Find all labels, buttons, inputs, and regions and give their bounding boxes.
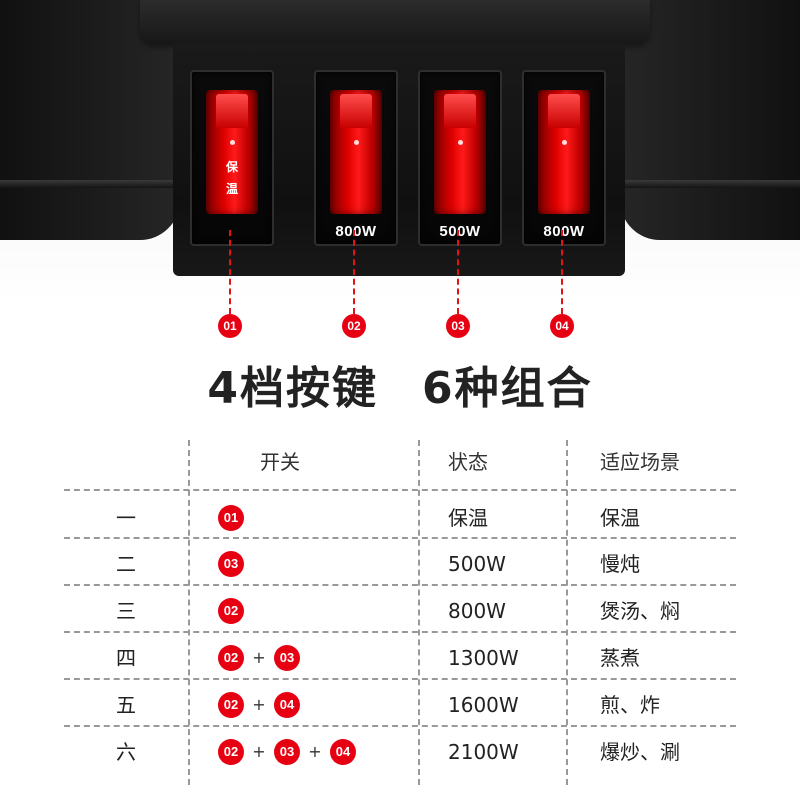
- switch-01[interactable]: 保温: [190, 70, 274, 246]
- switch-badge: 02: [218, 645, 244, 671]
- appliance-top-strip: [140, 0, 650, 44]
- switch-badge-03: 03: [446, 314, 470, 338]
- appliance-body-right: [620, 0, 800, 240]
- row-scene: 蒸煮: [600, 646, 640, 670]
- switch-watt-02: 800W: [335, 223, 377, 240]
- row-status: 1300W: [448, 646, 519, 670]
- switch-badge-04: 04: [550, 314, 574, 338]
- headline-right: 6种组合: [422, 363, 593, 414]
- plus-sign: +: [252, 648, 266, 667]
- row-scene: 慢炖: [600, 552, 640, 576]
- leader-line-04: [561, 230, 563, 314]
- row-switches: 02 + 03: [190, 639, 386, 677]
- switch-badge: 04: [330, 739, 356, 765]
- row-status: 1600W: [448, 693, 519, 717]
- row-scene: 煲汤、焖: [600, 599, 680, 623]
- rocker-label-01: 保温: [225, 160, 238, 196]
- row-label: 六: [116, 740, 136, 764]
- table-rule: [64, 631, 736, 633]
- switch-02[interactable]: 800W: [314, 70, 398, 246]
- row-label: 四: [116, 646, 136, 670]
- headline: 4档按键 6种组合: [0, 352, 800, 416]
- plus-sign: +: [252, 742, 266, 761]
- row-label: 二: [116, 552, 136, 576]
- row-switches: 02 + 03 + 04: [190, 733, 386, 771]
- leader-line-02: [353, 230, 355, 314]
- rocker-02[interactable]: [330, 90, 382, 214]
- row-status: 500W: [448, 552, 506, 576]
- row-switches: 01: [190, 499, 386, 537]
- plus-sign: +: [252, 695, 266, 714]
- switch-04[interactable]: 800W: [522, 70, 606, 246]
- switch-badge-01: 01: [218, 314, 242, 338]
- row-scene: 爆炒、涮: [600, 740, 680, 764]
- leader-line-01: [229, 230, 231, 314]
- row-label: 一: [116, 506, 136, 530]
- plus-sign: +: [308, 742, 322, 761]
- row-status: 800W: [448, 599, 506, 623]
- row-status: 2100W: [448, 740, 519, 764]
- switch-badge: 02: [218, 739, 244, 765]
- row-switches: 03: [190, 545, 386, 583]
- row-scene: 煎、炸: [600, 693, 660, 717]
- row-switches: 02 + 04: [190, 686, 386, 724]
- switch-watt-03: 500W: [439, 223, 481, 240]
- table-rule: [64, 584, 736, 586]
- rocker-01[interactable]: 保温: [206, 90, 258, 214]
- row-status: 保温: [448, 506, 488, 530]
- table-divider: [566, 440, 568, 785]
- table-rule: [64, 725, 736, 727]
- row-scene: 保温: [600, 506, 640, 530]
- row-label: 三: [116, 599, 136, 623]
- product-photo: 保温 800W 500W 800W: [0, 0, 800, 300]
- row-label: 五: [116, 693, 136, 717]
- headline-left: 4档按键: [207, 363, 378, 414]
- row-switches: 02: [190, 592, 386, 630]
- header-switch: 开关: [260, 450, 300, 474]
- table-divider: [418, 440, 420, 785]
- switch-badge: 01: [218, 505, 244, 531]
- switch-03[interactable]: 500W: [418, 70, 502, 246]
- rocker-04[interactable]: [538, 90, 590, 214]
- leader-line-03: [457, 230, 459, 314]
- table-rule: [64, 678, 736, 680]
- table-rule: [64, 537, 736, 539]
- table-divider: [188, 440, 190, 785]
- switch-badge: 03: [274, 645, 300, 671]
- switch-badge: 02: [218, 598, 244, 624]
- switch-badge: 04: [274, 692, 300, 718]
- switch-badge: 03: [218, 551, 244, 577]
- switch-badge: 03: [274, 739, 300, 765]
- header-scene: 适应场景: [600, 450, 680, 474]
- switch-badge-02: 02: [342, 314, 366, 338]
- switch-watt-04: 800W: [543, 223, 585, 240]
- header-status: 状态: [448, 450, 488, 474]
- switch-badge: 02: [218, 692, 244, 718]
- rocker-03[interactable]: [434, 90, 486, 214]
- table-rule: [64, 489, 736, 491]
